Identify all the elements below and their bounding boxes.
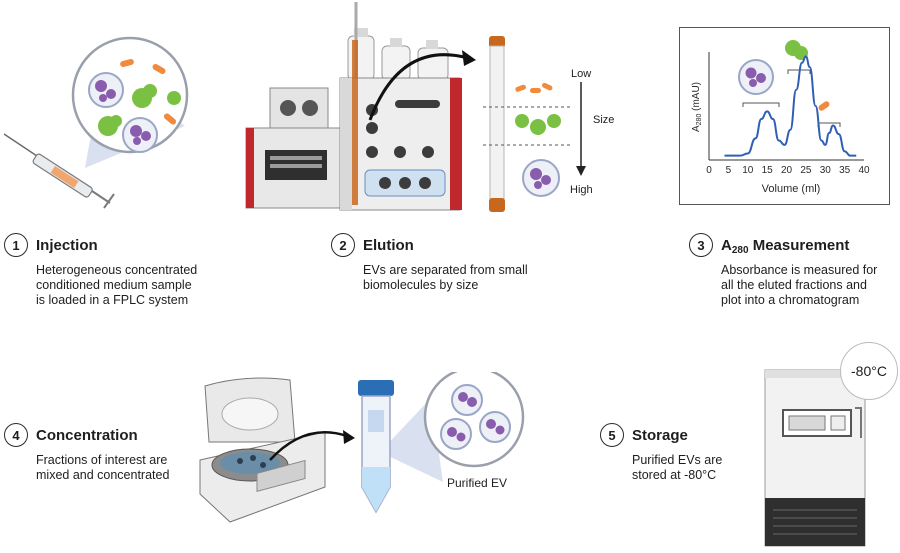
syringe-icon [3,133,115,209]
step-title: Concentration [36,426,138,444]
fplc-illustration: Low Size High [245,2,614,212]
transfer-arrow [269,431,348,461]
elution-arrow [368,53,469,121]
x-tick-label: 40 [858,165,870,176]
x-tick-label: 25 [800,165,812,176]
freezer-illustration [764,369,866,547]
step-title: A280 Measurement [721,236,850,256]
x-tick-label: 35 [839,165,851,176]
step-number: 2 [331,233,355,257]
sec-column [489,36,505,212]
centrifuge-icon [199,377,326,523]
step-title: Elution [363,236,414,254]
buffer-bottles [347,2,449,81]
chart-xlabel: Volume (ml) [762,183,821,195]
step-number: 5 [600,423,624,447]
step-title: Injection [36,236,98,254]
chart-ylabel: A280 (mAU) [691,82,703,132]
injection-illustration [3,36,189,209]
step-3: 3 A280 Measurement Absorbance is measure… [689,233,894,308]
step-4: 4 Concentration Fractions of interest ar… [4,423,204,483]
purified-ev-label: Purified EV [447,476,508,490]
label-low: Low [571,68,591,80]
step-number: 3 [689,233,713,257]
freezer-temp-badge: -80°C [840,342,898,400]
falcon-tube-icon [358,380,394,514]
chromatogram-chart: 0 5 10 15 20 25 30 35 40 Volume (ml) A280 (mAU) [679,27,890,205]
step-number: 4 [4,423,28,447]
x-tick-label: 10 [742,165,754,176]
chart-frame [679,27,890,205]
chromatogram-line [724,55,857,157]
x-tick-label: 20 [781,165,793,176]
x-tick-label: 5 [726,165,732,176]
x-tick-label: 30 [820,165,832,176]
step-number: 1 [4,233,28,257]
label-high: High [570,184,593,196]
step-title: Storage [632,426,688,444]
x-tick-label: 15 [762,165,774,176]
concentration-illustration [199,372,525,523]
label-size: Size [593,114,614,126]
chart-annotations [738,40,841,127]
x-tick-label: 0 [706,165,712,176]
